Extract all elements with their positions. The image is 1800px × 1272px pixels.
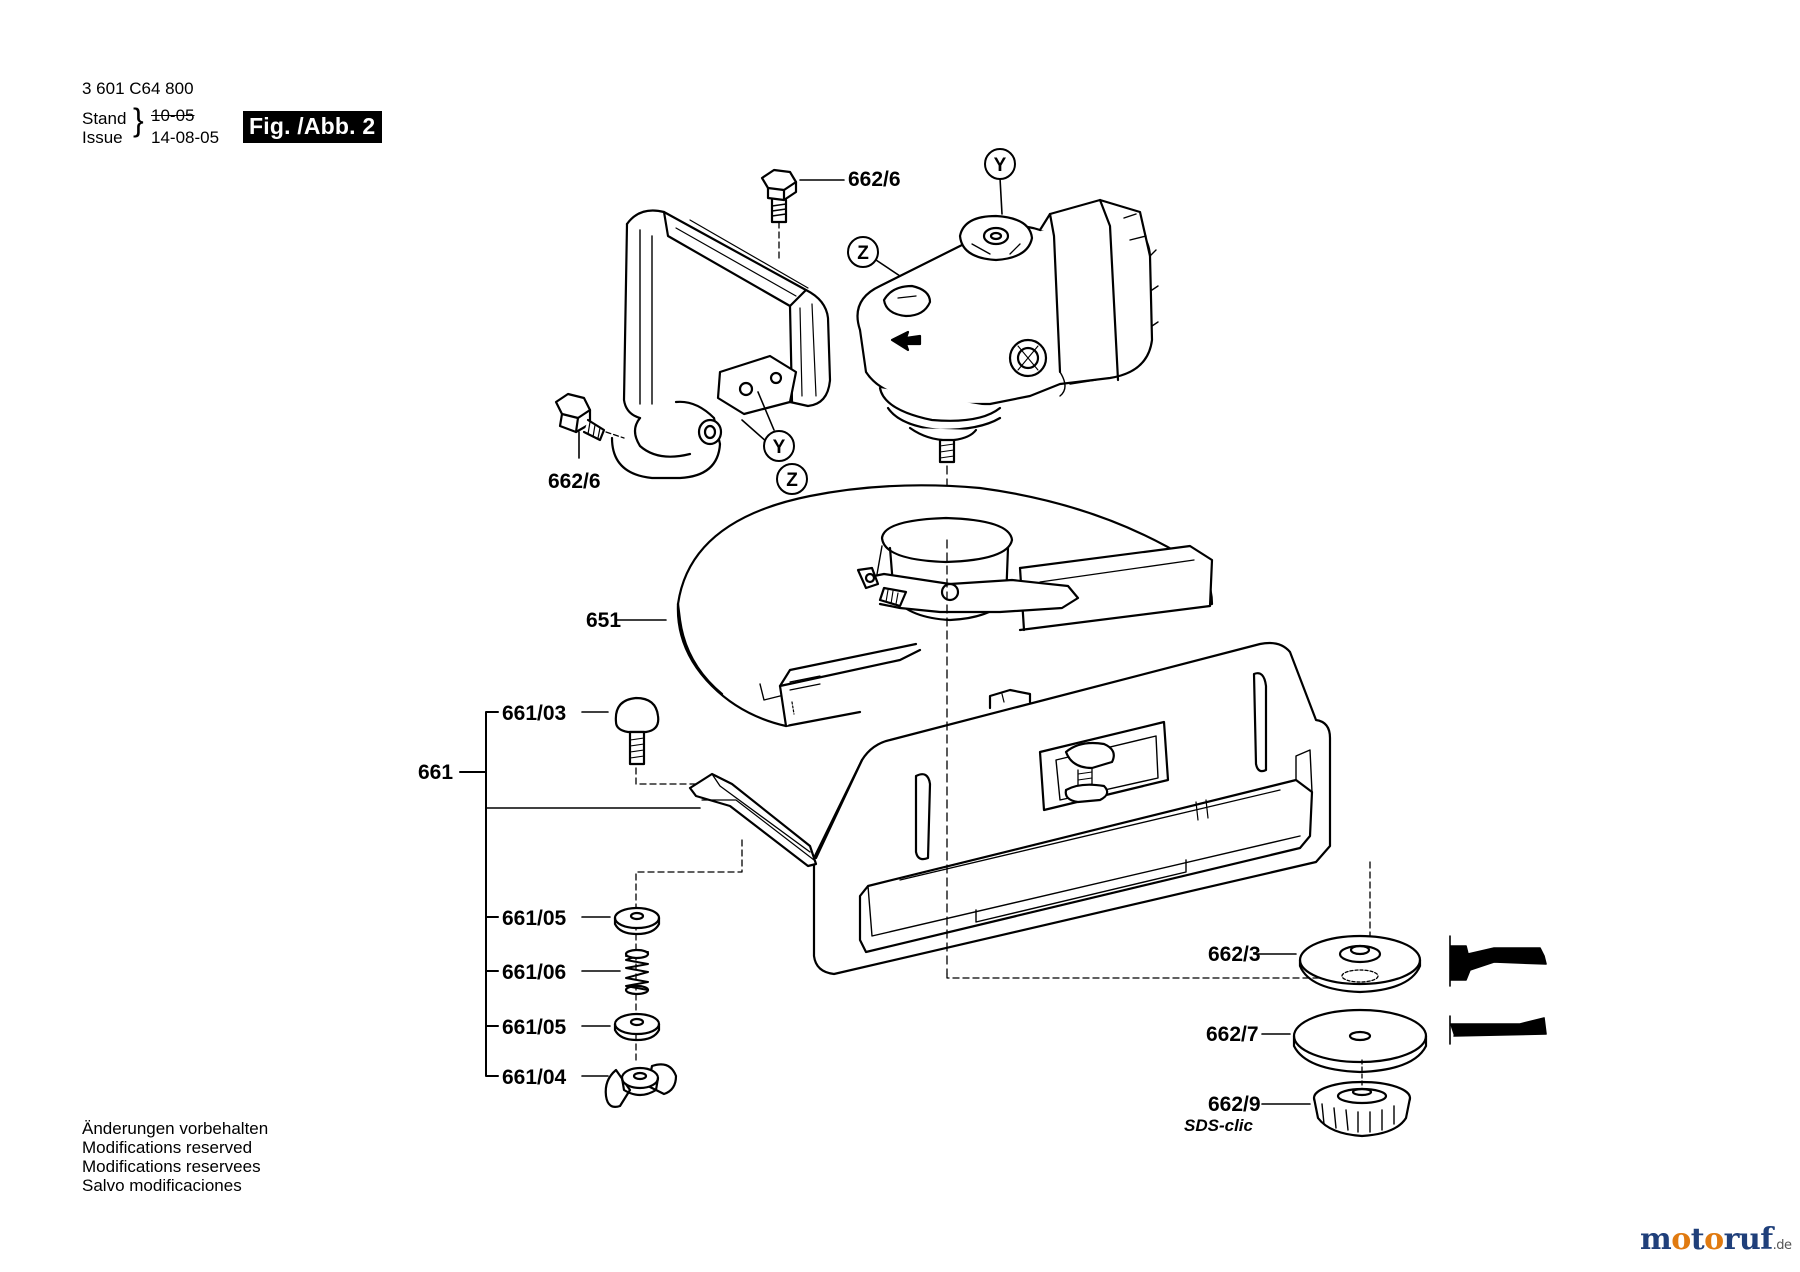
callout-y-handle: Y bbox=[763, 430, 795, 462]
brand-letter: u bbox=[1738, 1222, 1761, 1257]
carriage-bolt-part bbox=[614, 696, 660, 766]
label-guard: 651 bbox=[586, 609, 621, 632]
brand-letter: r bbox=[1723, 1222, 1740, 1257]
angle-grinder-part bbox=[856, 198, 1159, 464]
label-clamp-nut: 662/9 bbox=[1208, 1093, 1261, 1116]
footer-note-fr: Modifications reservees bbox=[82, 1157, 261, 1176]
washer-lower-part bbox=[613, 1012, 661, 1042]
brand-letter: t bbox=[1690, 1222, 1705, 1257]
clamp-nut-part bbox=[1312, 1080, 1412, 1138]
guide-frame-part bbox=[812, 641, 1332, 976]
wheel-guard-part bbox=[676, 484, 1214, 728]
brace-symbol: } bbox=[133, 102, 144, 138]
label-wing-nut: 661/04 bbox=[502, 1066, 567, 1089]
bolt-top-part bbox=[760, 168, 798, 263]
footer-note-en: Modifications reserved bbox=[82, 1138, 253, 1157]
inner-flange-part bbox=[1298, 934, 1422, 994]
label-sds-clic: SDS-clic bbox=[1184, 1116, 1254, 1135]
side-handle-part bbox=[610, 209, 832, 480]
svg-text:Y: Y bbox=[994, 155, 1007, 176]
brand-letter: m bbox=[1640, 1222, 1672, 1257]
stand-date-struck: 10-05 bbox=[151, 106, 195, 125]
label-bolt-left: 662/6 bbox=[548, 470, 601, 493]
svg-text:Z: Z bbox=[857, 243, 869, 264]
bolt-left-part bbox=[554, 392, 606, 442]
label-washer-lower: 661/05 bbox=[502, 1016, 567, 1039]
svg-text:Y: Y bbox=[773, 437, 786, 458]
brand-letter: f bbox=[1760, 1222, 1773, 1257]
label-outer-flange: 662/7 bbox=[1206, 1023, 1259, 1046]
brand-name: motoruf bbox=[1640, 1222, 1773, 1257]
label-bolt-top: 662/6 bbox=[848, 168, 901, 191]
brand-logo[interactable]: motoruf.de bbox=[1640, 1222, 1792, 1257]
label-washer-upper: 661/05 bbox=[502, 907, 567, 930]
footer-note-de: Änderungen vorbehalten bbox=[82, 1119, 269, 1138]
issue-date: 14-08-05 bbox=[151, 128, 220, 147]
brand-suffix: .de bbox=[1772, 1238, 1792, 1253]
callout-y-top: Y bbox=[984, 148, 1016, 180]
washer-upper-part bbox=[613, 906, 661, 936]
label-inner-flange: 662/3 bbox=[1208, 943, 1261, 966]
callout-z-top: Z bbox=[847, 236, 879, 268]
figure-label: Fig. /Abb. 2 bbox=[243, 111, 383, 143]
callout-z-handle: Z bbox=[776, 463, 808, 495]
issue-label: Issue bbox=[82, 128, 123, 147]
label-spring: 661/06 bbox=[502, 961, 566, 984]
spring-part bbox=[624, 948, 650, 996]
brand-letter: o bbox=[1671, 1222, 1691, 1257]
footer-note-es: Salvo modificaciones bbox=[82, 1176, 242, 1195]
stand-label: Stand bbox=[82, 109, 127, 128]
wing-nut-part bbox=[604, 1063, 678, 1108]
outer-flange-part bbox=[1292, 1008, 1428, 1074]
label-carriage-bolt: 661/03 bbox=[502, 702, 566, 725]
label-assembly: 661 bbox=[418, 761, 453, 784]
guide-rail-part bbox=[688, 772, 818, 868]
svg-text:Z: Z bbox=[786, 470, 798, 491]
part-number: 3 601 C64 800 bbox=[82, 79, 194, 98]
brand-letter: o bbox=[1704, 1222, 1724, 1257]
